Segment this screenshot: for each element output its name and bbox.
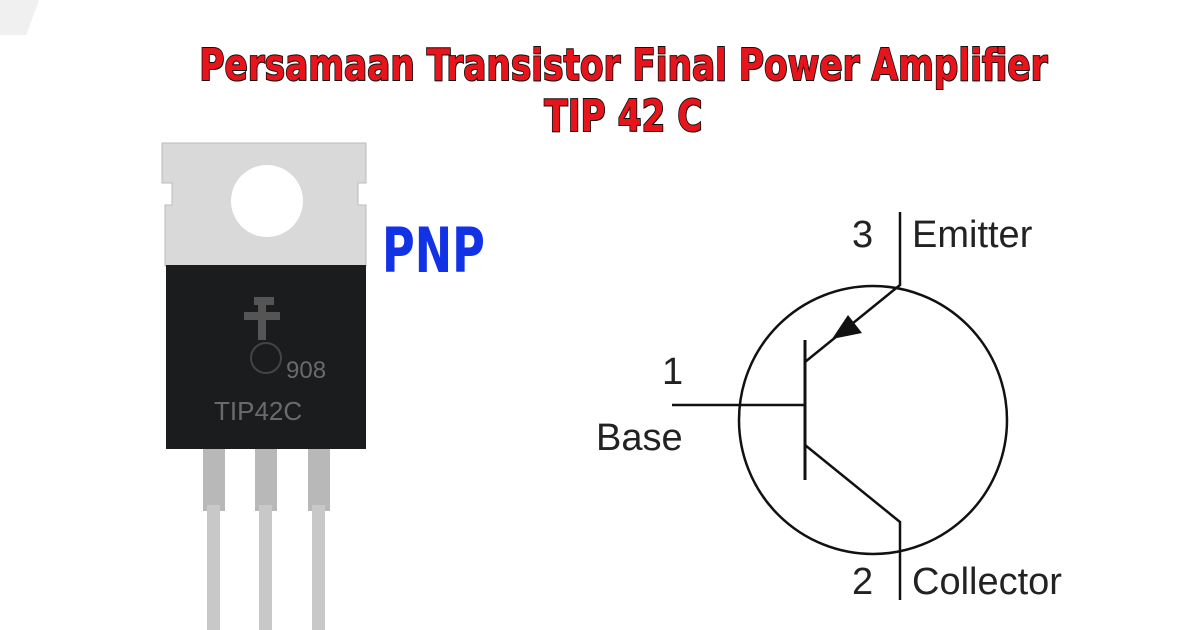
collector-pin-number: 2: [852, 561, 873, 603]
mounting-hole: [231, 165, 303, 237]
collector-lead: [804, 444, 902, 600]
transistor-type-label: PNP: [382, 214, 485, 287]
emitter-pin-number: 3: [852, 214, 873, 256]
pnp-symbol: [672, 212, 1009, 600]
page-title: Persamaan Transistor Final Power Amplifi…: [199, 39, 1049, 143]
pin1-dot: [250, 342, 282, 374]
transistor-legs: [203, 446, 330, 630]
base-label: Base: [596, 417, 683, 459]
transistor-body: [166, 265, 366, 449]
part-marking: TIP42C: [214, 396, 302, 426]
date-code: 908: [286, 357, 326, 384]
base-pin-number: 1: [662, 351, 683, 393]
manufacturer-logo: [244, 297, 280, 340]
emitter-arrow: [832, 315, 862, 339]
symbol-circle: [737, 284, 1009, 556]
collector-label: Collector: [912, 561, 1062, 603]
emitter-label: Emitter: [912, 214, 1033, 256]
